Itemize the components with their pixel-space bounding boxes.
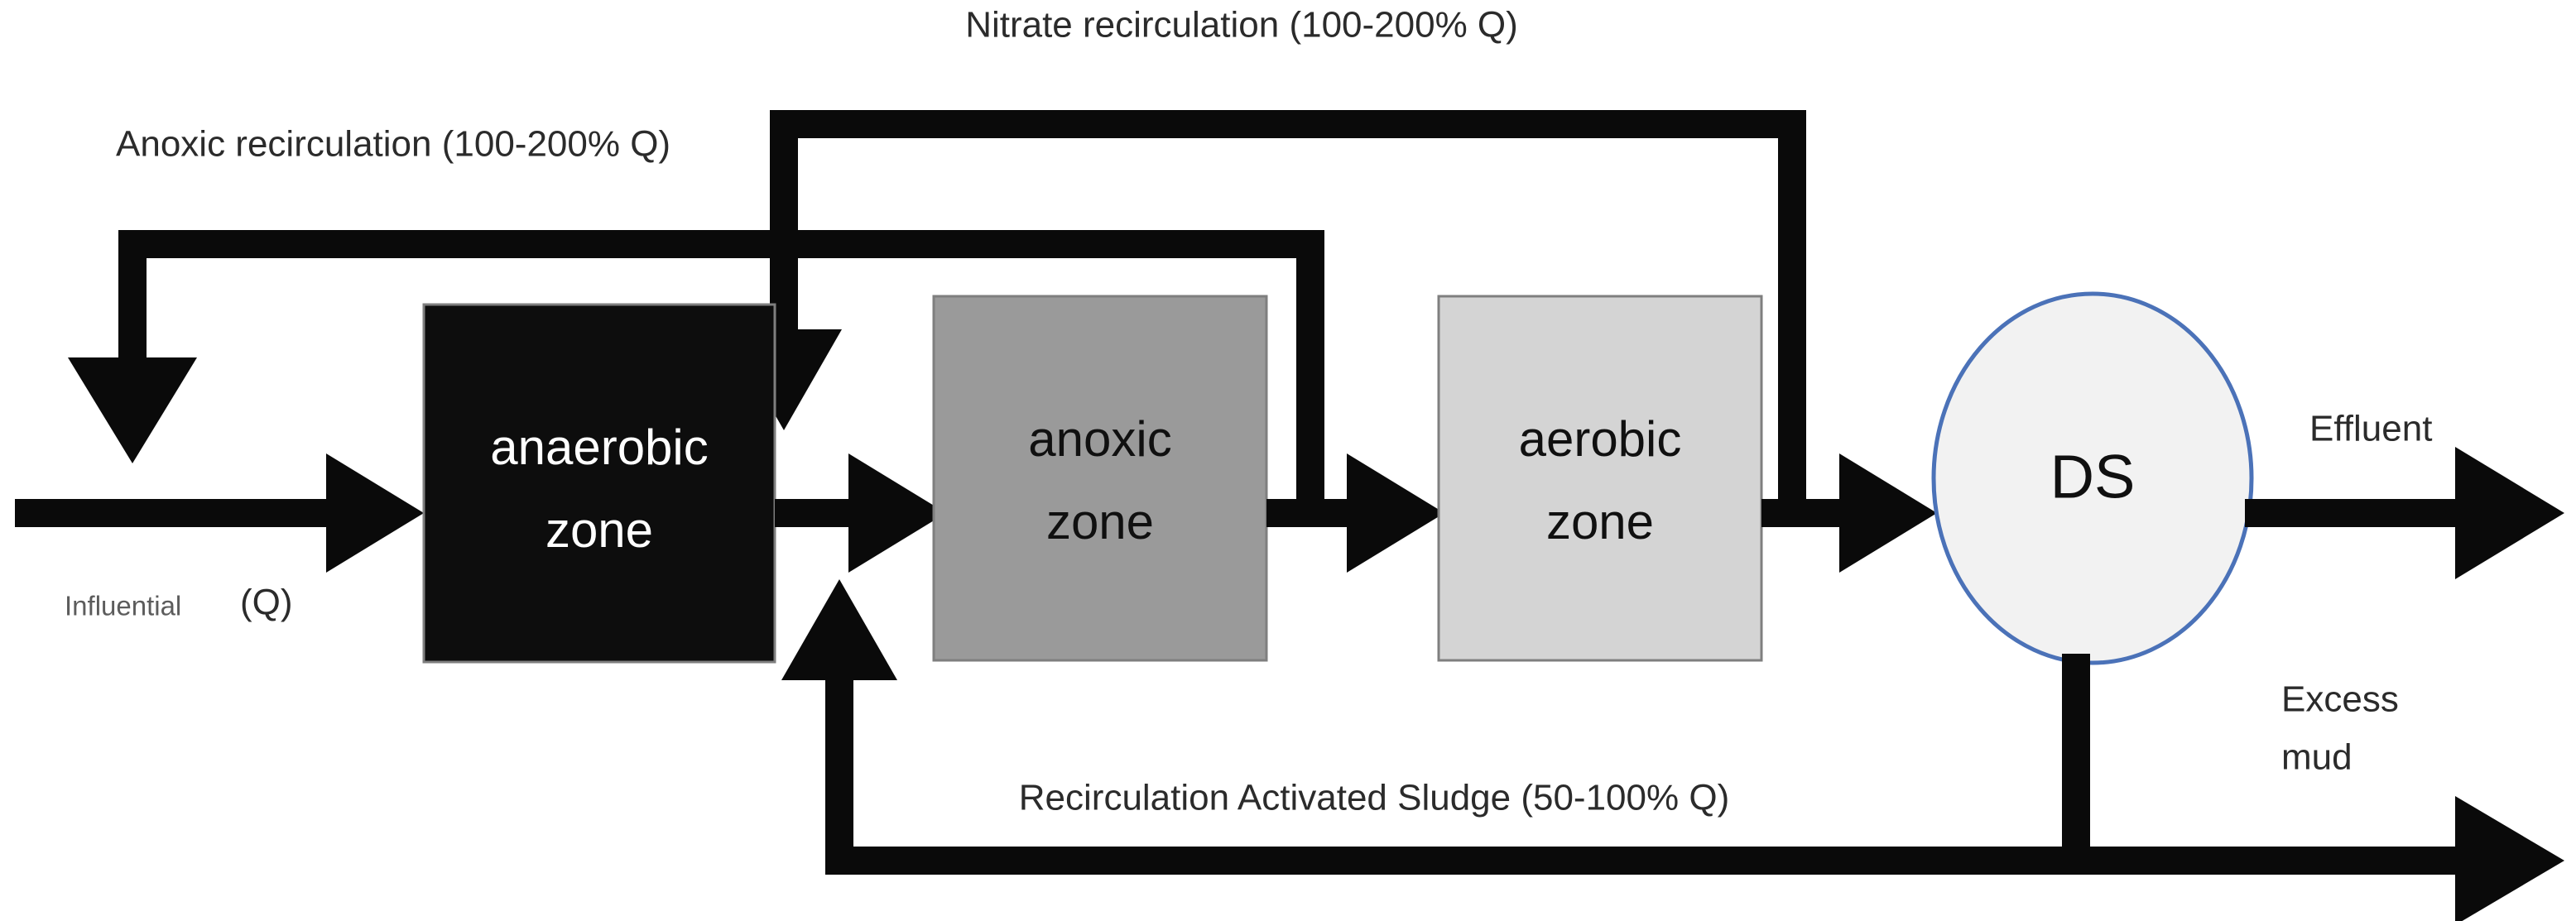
anaerobic-to-anoxic-arrowhead (848, 453, 946, 573)
anoxic-zone-label: anoxic zone (1028, 411, 1171, 549)
aerobic-zone-label-line1: aerobic (1519, 411, 1682, 467)
ras-arrowhead (781, 579, 897, 680)
anoxic-zone-box (932, 295, 1268, 662)
anoxic-recirculation-arrowhead (68, 357, 197, 463)
aerobic-to-clarifier-connector (1761, 453, 1937, 573)
excess-sludge-label-line1: Excess (2281, 679, 2399, 720)
anaerobic-zone-label: anaerobic zone (490, 420, 709, 558)
anoxic-to-aerobic-connector (1266, 453, 1444, 573)
influent-flow-label: (Q) (240, 583, 293, 623)
effluent-arrowhead (2455, 447, 2564, 579)
anaerobic-to-anoxic-connector (775, 453, 946, 573)
influent-label: Influential (65, 591, 181, 621)
influent-label-group: Influential (Q) (65, 583, 293, 623)
excess-sludge-arrowhead (2455, 796, 2564, 921)
effluent-label: Effluent (2309, 409, 2432, 449)
influent-arrowhead (326, 453, 424, 573)
anoxic-zone-label-line1: anoxic (1028, 411, 1171, 467)
anoxic-recirculation-path (68, 230, 1324, 513)
secondary-clarifier-shape (1931, 291, 2254, 665)
anoxic-recirculation-label: Anoxic recirculation (100-200% Q) (116, 124, 670, 165)
return-activated-sludge-path (781, 579, 2076, 875)
anoxic-to-aerobic-arrowhead (1347, 453, 1444, 573)
anoxic-zone-label-line2: zone (1046, 494, 1154, 549)
aerobic-zone-label-line2: zone (1546, 494, 1654, 549)
excess-sludge-label-group: Excess mud (2281, 679, 2399, 778)
aerobic-zone-label: aerobic zone (1519, 411, 1682, 549)
effluent-stream (2245, 447, 2564, 579)
return-activated-sludge-label: Recirculation Activated Sludge (50-100% … (1019, 778, 1729, 818)
clarifier-label: DS (2050, 443, 2136, 511)
nitrate-recirculation-label: Nitrate recirculation (100-200% Q) (965, 5, 1518, 46)
aerobic-zone-box (1437, 295, 1763, 662)
influent-stream (15, 453, 424, 573)
anaerobic-zone-box (422, 303, 776, 664)
excess-sludge-label-line2: mud (2281, 737, 2353, 778)
anaerobic-zone-label-line1: anaerobic (490, 420, 709, 475)
anaerobic-zone-label-line2: zone (545, 502, 653, 558)
aerobic-to-clarifier-arrowhead (1839, 453, 1937, 573)
